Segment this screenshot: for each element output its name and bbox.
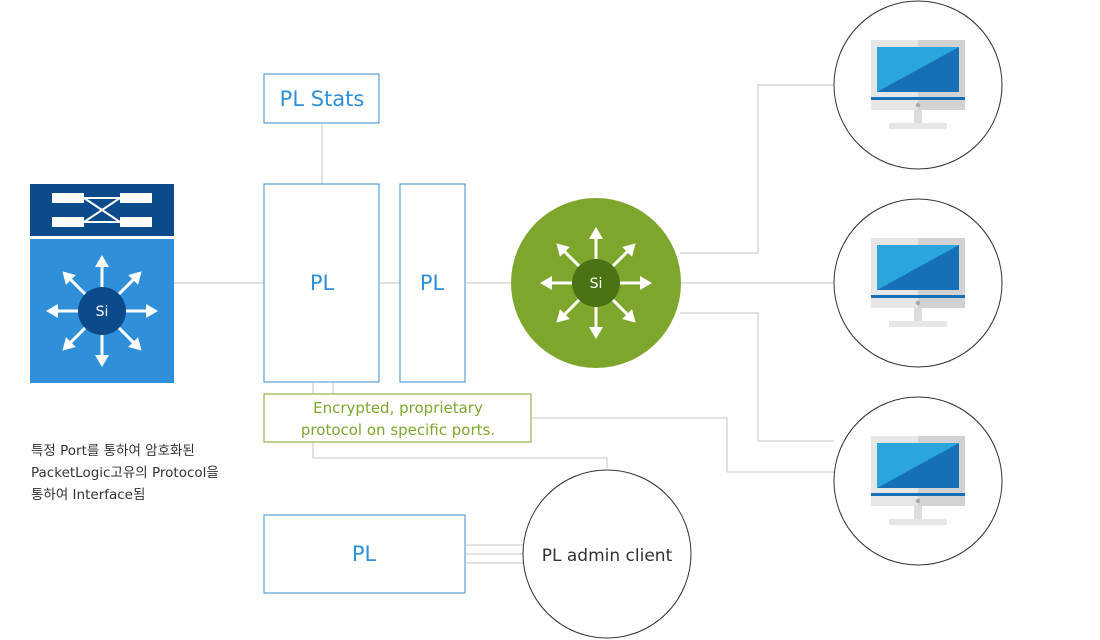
callout-line-2: protocol on specific ports.	[301, 421, 495, 439]
pl-bottom-label: PL	[352, 542, 377, 566]
note-line-3: 통하여 Interface됨	[31, 487, 146, 503]
computer-node-3	[833, 396, 1003, 566]
router-node: Si	[511, 198, 681, 368]
switch-si-badge	[78, 287, 126, 335]
pl-bottom-node: PL	[263, 514, 466, 594]
computer-node-2	[833, 198, 1003, 368]
callout-line-1: Encrypted, proprietary	[313, 399, 483, 417]
router-si-label: Si	[590, 276, 603, 292]
core-switch: Si	[30, 184, 174, 383]
admin-client-label: PL admin client	[542, 546, 673, 566]
line-router-to-pc1	[680, 84, 834, 254]
router-si-badge	[572, 259, 620, 307]
pl-stats-label: PL Stats	[280, 87, 365, 111]
note-line-1: 특정 Port를 통하여 암호화된	[31, 443, 195, 459]
pl-second-label: PL	[420, 271, 445, 295]
encrypted-callout: Encrypted, proprietary protocol on speci…	[263, 393, 532, 443]
switch-cross-icon	[52, 193, 152, 227]
line-router-to-pc3	[680, 312, 834, 442]
connection-lines	[174, 84, 840, 564]
computer-node-1	[833, 0, 1003, 170]
line-callout-to-pc3	[532, 417, 840, 473]
pl-admin-client-node: PL admin client	[522, 469, 692, 639]
line-callout-to-admin	[312, 443, 608, 468]
korean-note: 특정 Port를 통하여 암호화된 PacketLogic고유의 Protoco…	[31, 440, 271, 506]
pl-main-label: PL	[310, 271, 335, 295]
switch-si-label: Si	[96, 304, 109, 320]
pl-second-node: PL	[399, 183, 466, 383]
pl-main-node: PL	[263, 183, 380, 383]
pl-stats-node: PL Stats	[263, 73, 380, 124]
note-line-2: PacketLogic고유의 Protocol을	[31, 465, 219, 481]
